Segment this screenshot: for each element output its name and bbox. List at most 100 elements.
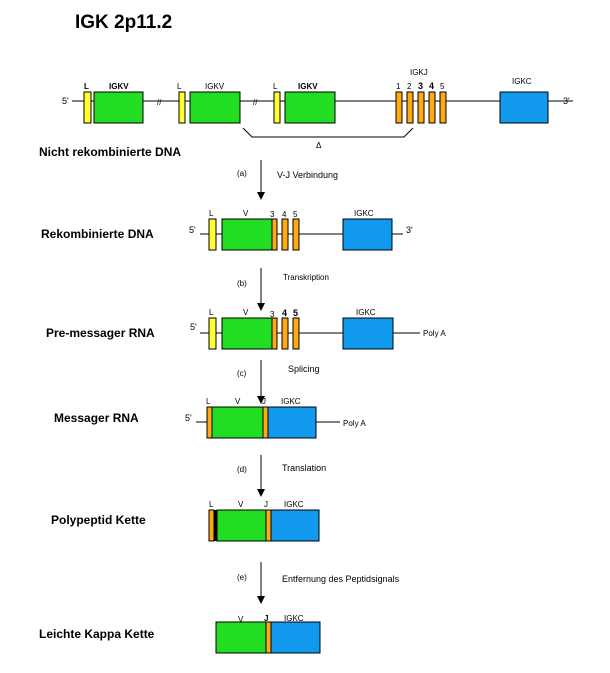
page-title: IGK 2p11.2 [75,12,172,33]
deletion-label: Δ [316,141,322,150]
polypeptide-row: L V J IGKC Polypeptid Kette [51,500,320,542]
j4-number: 4 [282,308,287,318]
germline-dna-row: 5' 3' L IGKV // L IGKV // L IGKV IGKJ 1 … [39,68,573,159]
leader-exon [206,406,213,439]
break-mark: // [157,98,162,107]
stage-polypeptide: Polypeptid Kette [51,513,146,527]
j3-segment [271,317,278,350]
light-chain-row: V J IGKC Leichte Kappa Kette [39,614,321,654]
poly-a-label: Poly A [423,329,446,338]
step-e-label: Entfernung des Peptidsignals [282,574,400,584]
j5-number: 5 [440,82,445,91]
j-domain [265,621,272,654]
stage-germline-dna: Nicht rekombinierte DNA [39,145,181,159]
igkj2-segment [406,91,414,124]
v-label: V [243,209,249,218]
leader-exon [208,317,217,350]
stage-light-chain: Leichte Kappa Kette [39,627,155,641]
poly-a-label: Poly A [343,419,366,428]
step-a-letter: (a) [237,169,247,178]
leader-label: L [177,82,182,91]
igkv-label: IGKV [109,82,129,91]
five-prime-label: 5' [189,225,196,235]
mrna-row: 5' Poly A L V J IGKC Messager RNA [54,397,366,439]
igkj-label: IGKJ [410,68,428,77]
stage-recombined-dna: Rekombinierte DNA [41,227,154,241]
igkc-label: IGKC [356,308,376,317]
pre-mrna-row: 5' Poly A L V 3 4 5 IGKC Pre-messager RN… [46,308,446,350]
igkj1-segment [395,91,403,124]
j-label: J [264,614,268,623]
leader-exon [208,218,217,251]
igkc-domain [270,509,320,542]
step-c-letter: (c) [237,369,247,378]
igkj5-segment [439,91,447,124]
step-e-letter: (e) [237,573,247,582]
leader-exon [178,91,186,124]
leader-label: L [209,209,214,218]
igkc-gene [499,91,549,124]
leader-exon [83,91,92,124]
igkc-region [267,406,317,439]
j5-segment [292,218,300,251]
j1-number: 1 [396,82,401,91]
j5-number: 5 [293,210,298,219]
igkc-domain [270,621,321,654]
igkc-label: IGKC [281,397,301,406]
leader-label: L [84,82,89,91]
leader-exon [273,91,281,124]
step-b-label: Transkription [283,273,329,282]
leader-label: L [209,500,214,509]
stage-pre-mrna: Pre-messager RNA [46,326,155,340]
igkj4-segment [428,91,436,124]
j2-number: 2 [407,82,412,91]
j-label: J [262,397,266,406]
leader-peptide [208,509,215,542]
j3-number: 3 [418,81,423,91]
step-c-label: Splicing [288,364,320,374]
vj-exon [221,317,273,350]
v-domain [215,621,267,654]
igkj3-segment [417,91,425,124]
leader-label: L [209,308,214,317]
five-prime-label: 5' [62,96,69,106]
step-a-label: V-J Verbindung [277,170,338,180]
j-region [262,406,269,439]
vj-gene [221,218,273,251]
leader-label: L [273,82,278,91]
break-mark: // [253,98,258,107]
v-domain [216,509,267,542]
j3-segment [271,218,278,251]
step-d-label: Translation [282,463,326,473]
igkc-label: IGKC [354,209,374,218]
igkc-label: IGKC [284,500,304,509]
igkc-label: IGKC [284,614,304,623]
j3-number: 3 [270,210,275,219]
stage-mrna: Messager RNA [54,411,139,425]
v-label: V [235,397,241,406]
v-region [211,406,264,439]
three-prime-label: 3' [406,225,413,235]
signal-cleavage-mark [214,510,217,541]
igkv-label: IGKV [298,82,318,91]
j5-segment [292,317,300,350]
igkc-exon [342,317,394,350]
j-domain [265,509,272,542]
igkc-gene [342,218,393,251]
igkv-label: IGKV [205,82,225,91]
igkv-gene [284,91,336,124]
igkv-gene [189,91,241,124]
five-prime-label: 5' [185,413,192,423]
three-prime-label: 3' [563,96,570,106]
deletion-bracket [242,127,414,138]
j3-number: 3 [270,310,275,319]
v-label: V [238,500,244,509]
step-d-letter: (d) [237,465,247,474]
v-label: V [243,308,249,317]
j4-segment [281,218,289,251]
j5-number: 5 [293,308,298,318]
recombined-dna-row: 5' 3' L V 3 4 5 IGKC Rekombinierte DNA [41,209,413,251]
igkc-label: IGKC [512,77,532,86]
j4-number: 4 [429,81,434,91]
